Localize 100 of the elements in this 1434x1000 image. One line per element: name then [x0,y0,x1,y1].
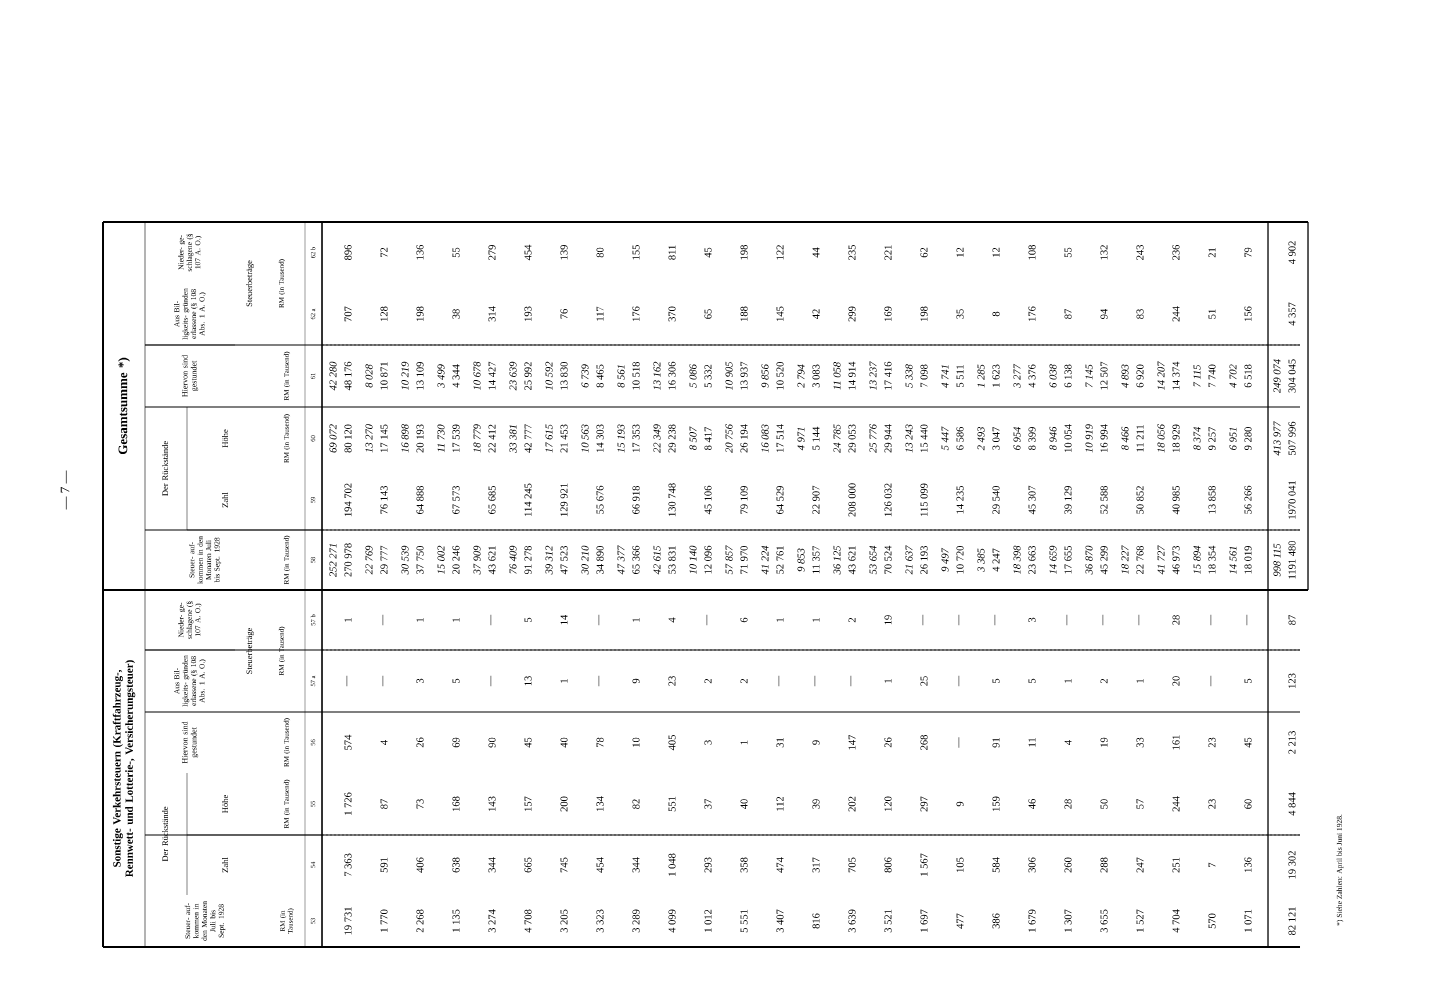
number-entry: 249 074 [1273,359,1281,394]
number-entry: 31 [776,737,784,748]
number-entry: 5 144 [812,426,820,450]
column-heading: Steuerbeträge [246,627,254,674]
number-entry: 39 129 [1064,486,1072,514]
number-entry: 358 [740,857,748,873]
number-entry: 1 071 [1244,909,1252,932]
number-entry: 25 992 [524,362,532,390]
number-entry: 47 523 [560,546,568,575]
number-entry: 8 417 [704,427,712,450]
number-entry: 87 [380,799,388,809]
number-entry: 4 [668,617,676,623]
number-entry: 2 [848,617,856,623]
number-entry: 574 [344,734,352,750]
number-entry: 5 447 [941,426,949,451]
number-entry: 64 529 [776,486,784,514]
number-entry: 4 893 [1121,364,1129,388]
number-entry: 9 856 [761,364,769,388]
number-entry: 18 929 [1172,424,1180,452]
number-entry: 136 [1244,857,1252,872]
number-entry: 17 353 [632,424,640,452]
number-entry: 1 623 [992,364,1000,387]
number-entry: 200 [560,796,568,812]
number-entry: — [994,614,996,626]
number-entry: — [1102,614,1104,626]
number-entry: 591 [380,857,388,873]
number-entry: 64 888 [416,485,424,514]
number-entry: 1 135 [452,909,460,932]
number-entry: 194 702 [344,483,352,517]
number-entry: 48 176 [344,361,352,391]
number-entry: 5 338 [905,364,913,388]
number-entry: 19 [884,615,892,625]
page-number: — 7 — [60,470,70,510]
number-entry: 53 654 [869,545,877,575]
number-entry: 40 [560,737,568,748]
number-entry: 454 [524,244,532,261]
number-entry: 304 045 [1288,359,1296,393]
number-entry: 129 921 [560,483,568,517]
section-heading: Sonstige Verkehrsteuern (Kraftfahrzeug-, Rennwett- und Lotterie-, Versicherungsteuer) [112,660,136,877]
column-heading: Höhe [222,795,228,813]
number-entry: 10 054 [1064,424,1072,452]
number-entry: 38 [452,309,460,319]
number-entry: 37 750 [416,545,424,574]
number-entry: 344 [632,857,640,873]
number-entry: 69 [452,737,460,748]
number-entry: 105 [956,857,964,872]
number-entry: 11 058 [833,362,841,390]
number-entry: 83 [1136,309,1144,319]
column-heading: Der Rückstände [162,441,168,496]
number-entry: 2 [1100,678,1108,684]
number-entry: 244 [1172,306,1180,322]
number-entry: 14 914 [848,361,856,390]
number-entry: 299 [848,306,856,322]
number-entry: 139 [560,245,568,260]
number-entry: 45 299 [1100,546,1108,575]
number-entry: 6 038 [1049,364,1057,388]
number-entry: 4 247 [992,548,1000,572]
number-entry: 147 [848,734,856,750]
number-entry: 9 [956,801,964,807]
number-entry: 3 083 [812,364,820,388]
number-entry: 5 511 [956,365,964,387]
number-entry: 8 561 [617,365,625,388]
number-entry: 46 973 [1172,546,1180,575]
number-entry: 4 844 [1288,792,1296,816]
number-entry: 4 [1064,740,1072,745]
number-entry: 176 [632,306,640,321]
number-entry: 18 056 [1157,424,1165,453]
number-entry: 6 739 [581,364,589,388]
number-entry: 41 727 [1157,545,1165,575]
number-entry: 40 [740,799,748,810]
number-entry: 1 [884,679,892,683]
number-entry: 268 [920,735,928,750]
number-entry: 24 785 [833,424,841,453]
column-heading: Hiervon sind gestundet [181,721,199,764]
number-entry: 2 213 [1288,731,1296,754]
number-entry: 13 937 [740,361,748,390]
number-entry: 73 [416,799,424,809]
number-entry: 76 143 [380,486,388,514]
number-entry: 2 268 [416,909,424,933]
number-entry: 23 [1208,799,1216,809]
number-entry: 12 507 [1100,361,1108,390]
number-entry: 6 920 [1136,364,1144,388]
number-entry: 1 726 [344,792,352,815]
number-entry: 17 416 [884,361,892,390]
number-entry: 5 [992,678,1000,683]
number-entry: 18 398 [1013,545,1021,575]
number-entry: 9 [812,740,820,745]
number-entry: 3 [1028,617,1036,623]
number-entry: 370 [668,306,676,322]
number-entry: 15 193 [617,424,625,453]
number-entry: 117 [596,306,604,321]
number-entry: 14 561 [1229,546,1237,575]
number-entry: 12 [992,247,1000,257]
number-entry: 115 099 [920,483,928,516]
number-entry: 1 012 [704,909,712,932]
number-entry: 37 909 [473,545,481,575]
number-entry: 76 409 [509,545,517,574]
number-entry: 36 125 [833,545,841,575]
number-entry: 45 [704,247,712,258]
number-entry: 42 777 [524,424,532,453]
